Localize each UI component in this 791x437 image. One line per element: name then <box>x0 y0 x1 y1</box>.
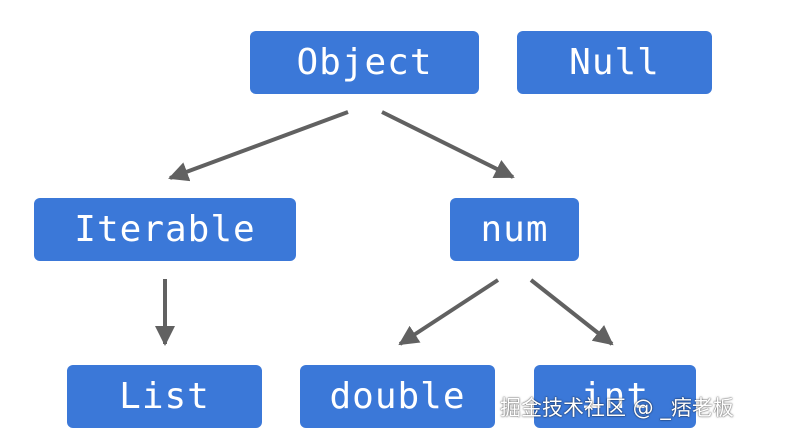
node-double: double <box>300 365 495 428</box>
node-int: int <box>534 365 696 428</box>
watermark-text: 掘金技术社区 @ _痞老板 <box>500 396 734 420</box>
node-list: List <box>67 365 262 428</box>
edge-num-to-int <box>529 278 614 346</box>
node-iterable: Iterable <box>34 198 296 261</box>
edge-num-to-double <box>398 278 500 346</box>
edge-object-to-num <box>381 110 515 179</box>
edge-object-to-iterable <box>168 110 349 182</box>
node-object: Object <box>250 31 479 94</box>
node-null: Null <box>517 31 712 94</box>
node-num: num <box>450 198 579 261</box>
